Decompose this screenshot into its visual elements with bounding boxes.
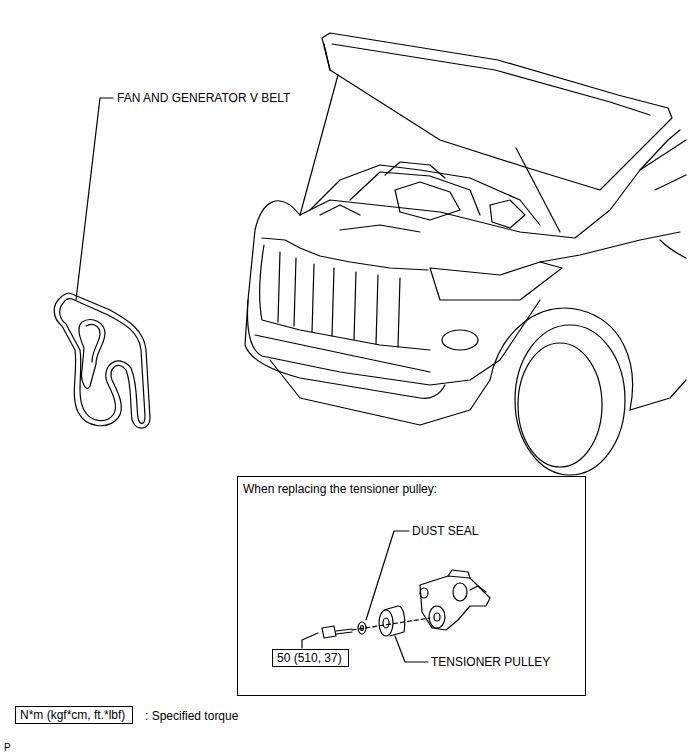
part-name: FAN AND GENERATOR V BELT	[116, 91, 291, 105]
page-mark: P	[3, 741, 12, 755]
vehicle-drawing	[245, 33, 686, 475]
torque-value: N*m (kgf*cm, ft.*lbf)	[20, 708, 128, 722]
torque-legend-box: N*m (kgf*cm, ft.*lbf)	[15, 706, 133, 724]
v-belt	[54, 293, 150, 428]
torque-box: 50 (510, 37)	[272, 649, 349, 667]
panel-heading: When replacing the tensioner pulley:	[243, 482, 580, 496]
part-name: DUST SEAL	[411, 524, 479, 538]
leader-line	[395, 636, 428, 662]
leader-line	[366, 531, 409, 620]
legend-text: : Specified torque	[144, 709, 239, 723]
part-name: TENSIONER PULLEY	[430, 655, 551, 669]
leader-line	[76, 98, 113, 300]
torque-value: 50 (510, 37)	[277, 651, 344, 665]
leader-line	[302, 633, 318, 648]
tensioner-parts	[322, 570, 490, 638]
